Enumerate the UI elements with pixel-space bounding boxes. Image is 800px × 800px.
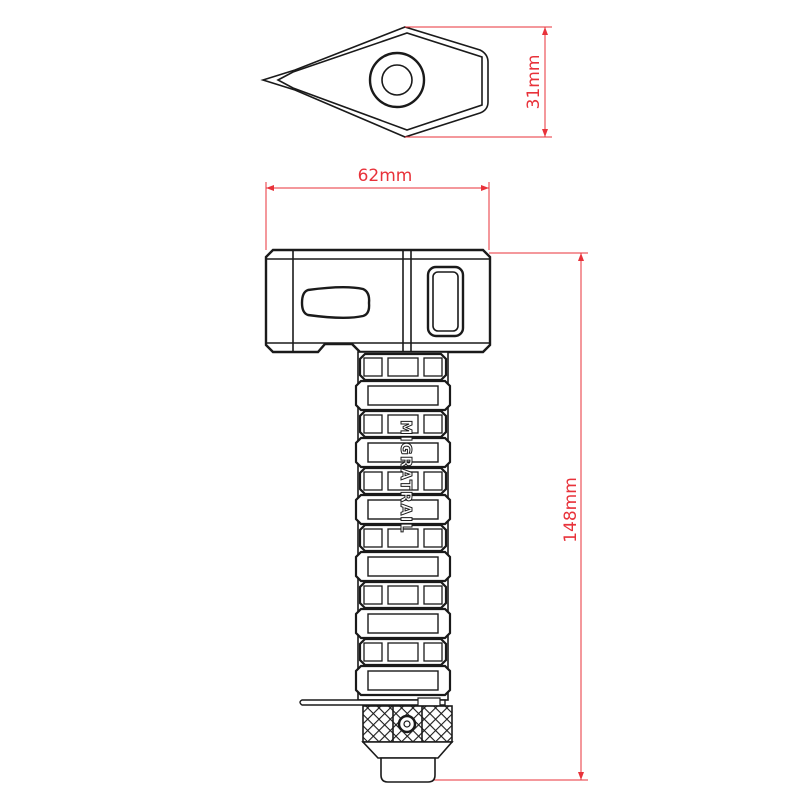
grip-block (363, 471, 383, 491)
grip-block (423, 585, 443, 605)
handle-tip (361, 741, 454, 783)
grip-ring (354, 550, 452, 583)
grip-block (423, 642, 443, 662)
grip-block (387, 642, 419, 662)
grip-block (423, 357, 443, 377)
grip-block (387, 585, 419, 605)
handle-grip (354, 351, 452, 701)
grip-ring-groove (367, 556, 439, 577)
lanyard-wire (299, 697, 446, 707)
grip-ring (354, 379, 452, 412)
grip-block (363, 642, 383, 662)
width-dimension: 62mm (265, 166, 490, 250)
grip-ring-groove (367, 385, 439, 406)
height-dimension: 148mm (420, 252, 588, 781)
grip-block (387, 414, 419, 434)
grip-block (387, 528, 419, 548)
grip-ring (354, 493, 452, 526)
grip-ring-groove (367, 442, 439, 463)
grip-ring-groove (367, 613, 439, 634)
depth-label: 31mm (524, 55, 544, 110)
grip-block (363, 528, 383, 548)
grip-ring (354, 436, 452, 469)
brand-logo: MIGRATRAIL (397, 420, 415, 533)
width-label: 62mm (358, 166, 413, 186)
top-view (260, 26, 489, 138)
grip-block (423, 471, 443, 491)
grip-block (387, 357, 419, 377)
height-label: 148mm (561, 477, 581, 543)
grip-block (363, 357, 383, 377)
grip-ring-groove (367, 499, 439, 520)
hammer-head (264, 248, 492, 354)
grip-ring-groove (367, 670, 439, 691)
grip-block (387, 471, 419, 491)
depth-dimension: 31mm (405, 26, 552, 138)
grip-block (363, 585, 383, 605)
top-view-hole-inner (381, 64, 413, 96)
grip-ring (354, 664, 452, 697)
grip-block (423, 528, 443, 548)
grip-block (423, 414, 443, 434)
knurled-collar (362, 705, 453, 743)
grip-ring (354, 607, 452, 640)
grip-block (363, 414, 383, 434)
head-slot (300, 286, 371, 319)
